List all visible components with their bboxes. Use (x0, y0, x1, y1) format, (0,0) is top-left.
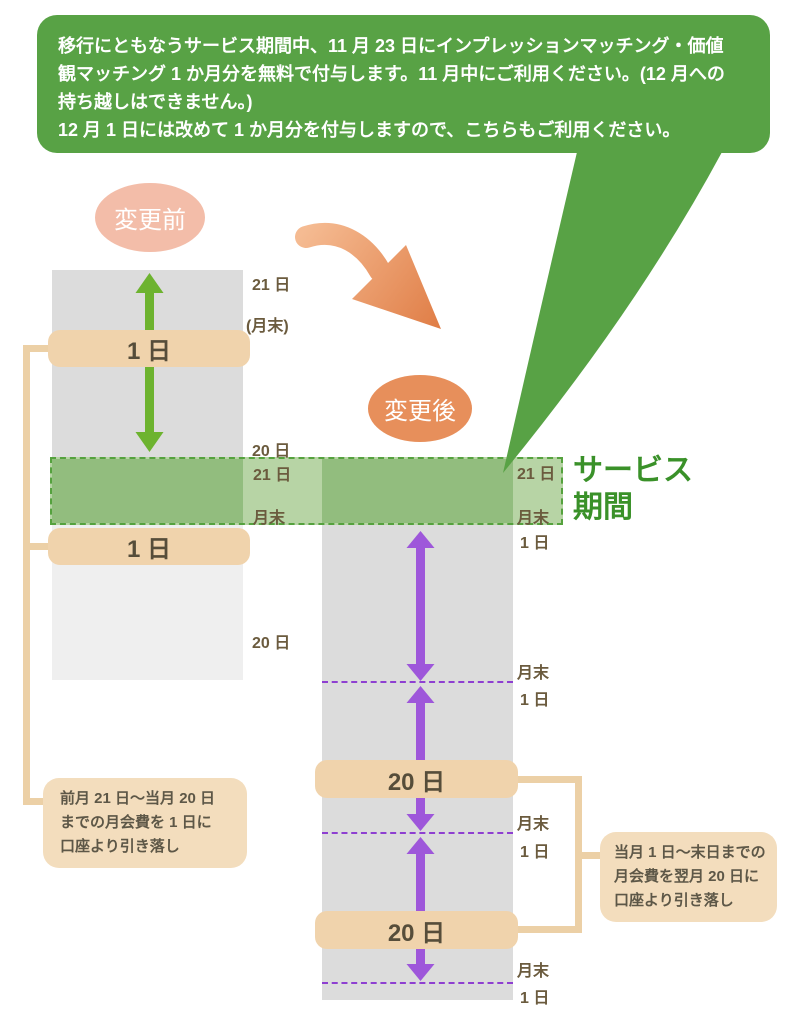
after-label-day1-2: 1 日 (520, 844, 550, 861)
before-billing-note-line-2: までの月会費を 1 日に (60, 814, 212, 831)
notice-line-1: 移行にともなうサービス期間中、11 月 23 日にインプレッションマッチング・価… (58, 36, 724, 56)
before-billing-note: 前月 21 日〜当月 20 日 までの月会費を 1 日に 口座より引き落し (43, 778, 247, 868)
transition-arrow-icon (295, 222, 441, 329)
after-billing-note-line-2: 月会費を翌月 20 日に (614, 868, 760, 885)
before-billing-note-line-3: 口座より引き落し (60, 838, 180, 855)
service-period-band-right-segment (322, 459, 513, 523)
after-billing-note: 当月 1 日〜末日までの 月会費を翌月 20 日に 口座より引き落し (600, 832, 777, 922)
band-label-day21-right: 21 日 (517, 466, 556, 483)
right-connector-stub-2 (518, 926, 575, 933)
after-billing-note-line-3: 口座より引き落し (614, 892, 734, 909)
service-period-band-left-segment (52, 459, 243, 523)
notice-line-3: 持ち越しはできません。) (58, 92, 253, 112)
after-payday-box-2: 20 日 (315, 911, 518, 949)
after-label-month-end-2: 月末 (517, 816, 550, 833)
after-payday-box-1: 20 日 (315, 760, 518, 798)
before-label-day21: 21 日 (252, 277, 291, 294)
service-period-title-line-1: サービス (573, 454, 693, 487)
left-connector-stub-2 (27, 543, 48, 550)
right-connector-stub-3 (582, 852, 600, 859)
before-payday-box-1: 1 日 (48, 330, 250, 367)
left-connector-stub-1 (27, 345, 48, 352)
right-connector-line (575, 776, 582, 933)
service-period-band (50, 457, 563, 525)
month-divider-line-2 (322, 832, 513, 834)
after-label-day1-first: 1 日 (520, 535, 550, 552)
after-label-month-end-3: 月末 (517, 963, 550, 980)
after-billing-note-line-1: 当月 1 日〜末日までの (614, 844, 766, 861)
service-period-title-line-2: 期間 (573, 491, 633, 524)
callout-tail-pointer (503, 152, 722, 473)
after-label-day1-1: 1 日 (520, 692, 550, 709)
month-divider-line-3 (322, 982, 513, 984)
before-billing-note-line-1: 前月 21 日〜当月 20 日 (60, 790, 216, 807)
left-connector-line (23, 345, 30, 805)
notice-callout-bubble: 移行にともなうサービス期間中、11 月 23 日にインプレッションマッチング・価… (37, 15, 770, 153)
month-divider-line-1 (322, 681, 513, 683)
after-label-month-end-1: 月末 (517, 665, 550, 682)
notice-line-4: 12 月 1 日には改めて 1 か月分を付与しますので、こちらもご利用ください。 (58, 120, 681, 140)
before-label-month-end-paren: (月末) (246, 318, 289, 335)
left-connector-stub-3 (27, 798, 43, 805)
service-period-title: サービス 期間 (573, 452, 693, 526)
band-label-month-end-right: 月末 (517, 510, 550, 527)
band-label-month-end-left: 月末 (253, 510, 286, 527)
before-badge: 変更前 (95, 183, 205, 252)
before-payday-box-2: 1 日 (48, 528, 250, 565)
before-label-day20-top: 20 日 (252, 443, 291, 460)
notice-line-2: 観マッチング 1 か月分を無料で付与します。11 月中にご利用ください。(12 … (58, 64, 725, 84)
right-connector-stub-1 (518, 776, 575, 783)
before-label-day20-bottom: 20 日 (252, 635, 291, 652)
after-label-day1-3: 1 日 (520, 990, 550, 1007)
band-label-day21-left: 21 日 (253, 467, 292, 484)
after-badge: 変更後 (368, 375, 472, 442)
